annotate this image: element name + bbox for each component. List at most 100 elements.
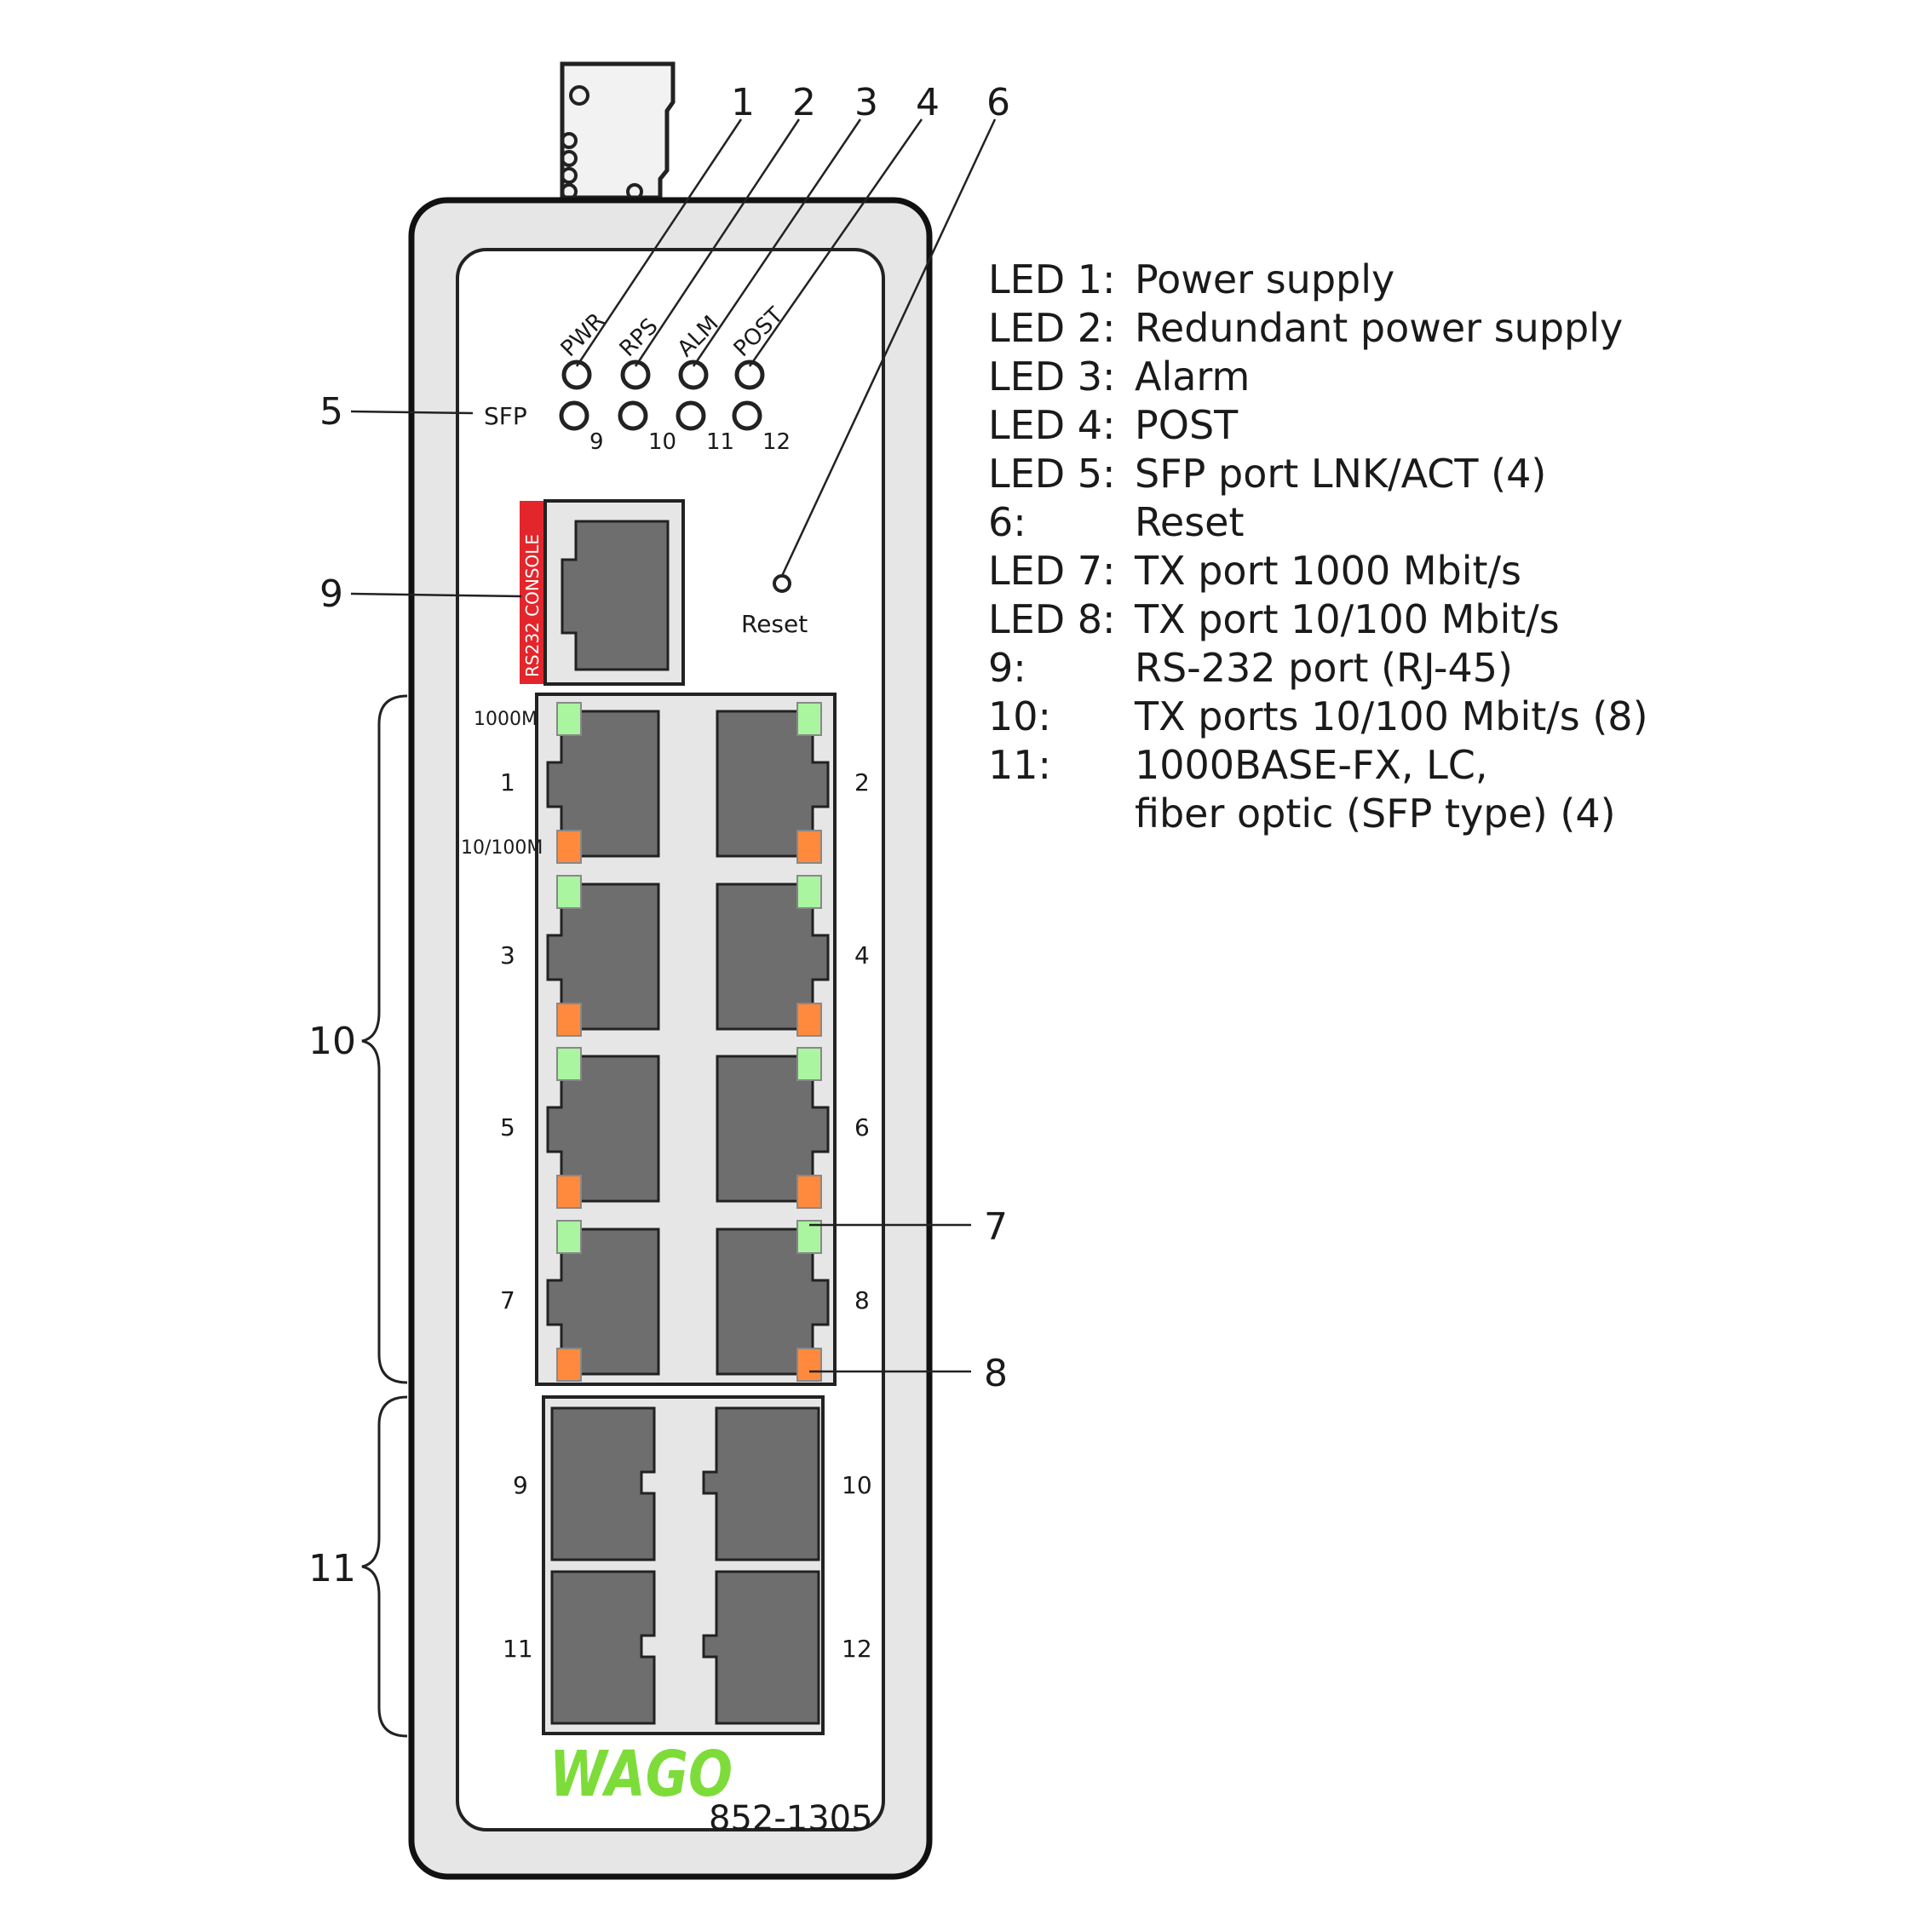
legend-value: Power supply: [1135, 256, 1395, 302]
legend-row: 6: Reset: [988, 498, 1908, 547]
legend-row: LED 8: TX port 10/100 Mbit/s: [988, 595, 1908, 644]
led-pwr: [561, 359, 592, 390]
sfp-port-number: 10: [842, 1471, 872, 1499]
rj45-socket: [546, 883, 660, 1031]
sfp-port-11[interactable]: 11: [503, 1570, 656, 1725]
console-label: RS232 CONSOLE: [522, 534, 543, 677]
legend-value: RS-232 port (RJ-45): [1135, 645, 1514, 691]
sfp-label: SFP: [484, 402, 527, 430]
legend-value: Reset: [1135, 499, 1245, 545]
legend-key: LED 5:: [988, 451, 1116, 497]
callout-1: 1: [731, 81, 755, 124]
legend-key: 6:: [988, 499, 1026, 545]
led-1000m: [556, 875, 582, 909]
legend-row: 11: 1000BASE-FX, LC, fiber optic (SFP typ…: [988, 741, 1908, 838]
legend-key: LED 4:: [988, 402, 1116, 448]
sfp-port-10[interactable]: 10: [702, 1406, 872, 1561]
tx-port-8[interactable]: 8: [716, 1220, 870, 1382]
callout-7: 7: [984, 1205, 1008, 1249]
led-10-100m: [796, 1175, 822, 1209]
leader-lines: [350, 118, 997, 1373]
console-rj45-socket: [561, 520, 670, 671]
sfp-cage: [550, 1570, 656, 1725]
led-10-100m: [556, 830, 582, 864]
callout-3: 3: [854, 81, 878, 124]
legend-value: TX port 10/100 Mbit/s: [1135, 596, 1560, 642]
din-rail-clip: [560, 61, 676, 200]
sfp-port-number: 12: [842, 1635, 872, 1663]
speed-10-100-label: 10/100M: [461, 837, 543, 859]
led-1000m: [556, 1047, 582, 1081]
led-1000m: [556, 1220, 582, 1254]
legend-key: 10:: [988, 693, 1052, 739]
tx-port-number: 3: [500, 941, 515, 969]
legend-value: 1000BASE-FX, LC, fiber optic (SFP type) …: [1135, 742, 1616, 837]
legend-row: LED 2:Redundant power supply: [988, 304, 1908, 353]
led-1000m: [556, 702, 582, 736]
callout-4: 4: [916, 81, 940, 124]
sfp-led-number-10: 10: [648, 429, 676, 455]
sfp-led-10: [618, 400, 648, 431]
legend-key: 11:: [988, 742, 1052, 788]
led-1000m: [796, 875, 822, 909]
legend-row: LED 4:POST: [988, 401, 1908, 450]
legend-key: LED 8:: [988, 596, 1116, 642]
sfp-led-12: [732, 400, 762, 431]
led-10-100m: [556, 1175, 582, 1209]
tx-port-number: 1: [500, 768, 515, 796]
legend-row: 9:RS-232 port (RJ-45): [988, 644, 1908, 693]
tx-port-1[interactable]: 1: [500, 702, 660, 864]
tx-port-2[interactable]: 2: [716, 702, 870, 864]
legend-row: 10: TX ports 10/100 Mbit/s (8): [988, 693, 1908, 741]
speed-1000-label: 1000M: [474, 709, 538, 730]
legend-value: TX ports 10/100 Mbit/s (8): [1135, 693, 1648, 739]
led-10-100m: [556, 1003, 582, 1037]
led-1000m: [796, 1047, 822, 1081]
wago-logo: WAGO: [549, 1738, 733, 1811]
legend-row: LED 1: Power supply: [988, 256, 1908, 304]
tx-port-5[interactable]: 5: [500, 1047, 660, 1209]
rj45-socket: [546, 1055, 660, 1203]
tx-port-number: 6: [854, 1113, 870, 1141]
tx-port-4[interactable]: 4: [716, 875, 870, 1037]
rs232-console-port[interactable]: RS232 CONSOLE: [520, 499, 685, 686]
tx-port-6[interactable]: 6: [716, 1047, 870, 1209]
sfp-port-12[interactable]: 12: [702, 1570, 872, 1725]
legend-row: LED 7:TX port 1000 Mbit/s: [988, 547, 1908, 595]
callout-5: 5: [319, 390, 343, 434]
led-10-100m: [556, 1348, 582, 1382]
sfp-port-9[interactable]: 9: [513, 1406, 656, 1561]
callout-2: 2: [792, 81, 816, 124]
legend-value: Alarm: [1135, 354, 1251, 400]
tx-port-number: 4: [854, 941, 870, 969]
led-1000m: [796, 702, 822, 736]
tx-port-number: 5: [500, 1113, 515, 1141]
legend-key: LED 2:: [988, 305, 1116, 351]
legend-value: SFP port LNK/ACT (4): [1135, 451, 1547, 497]
legend-row: LED 5: SFP port LNK/ACT (4): [988, 450, 1908, 498]
sfp-led-11: [676, 400, 706, 431]
tx-port-3[interactable]: 3: [500, 875, 660, 1037]
tx-port-number: 8: [854, 1286, 870, 1314]
callout-10: 10: [308, 1020, 356, 1063]
sfp-led-number-12: 12: [762, 429, 791, 455]
model-number: 852-1305: [709, 1799, 873, 1838]
sfp-cage: [702, 1406, 820, 1561]
callout-11: 11: [308, 1547, 356, 1590]
led-1000m: [796, 1220, 822, 1254]
legend-key: LED 1:: [988, 256, 1116, 302]
brace-11: [361, 1395, 408, 1738]
callout-9: 9: [319, 572, 343, 616]
legend-row: LED 3: Alarm: [988, 353, 1908, 401]
legend-key: LED 3:: [988, 354, 1116, 400]
reset-button[interactable]: [773, 574, 791, 593]
legend-key: LED 7:: [988, 548, 1116, 594]
rj45-socket: [546, 1228, 660, 1376]
sfp-cage: [550, 1406, 656, 1561]
sfp-cage: [702, 1570, 820, 1725]
led-10-100m: [796, 830, 822, 864]
brace-10: [361, 694, 408, 1384]
tx-port-7[interactable]: 7: [500, 1220, 660, 1382]
